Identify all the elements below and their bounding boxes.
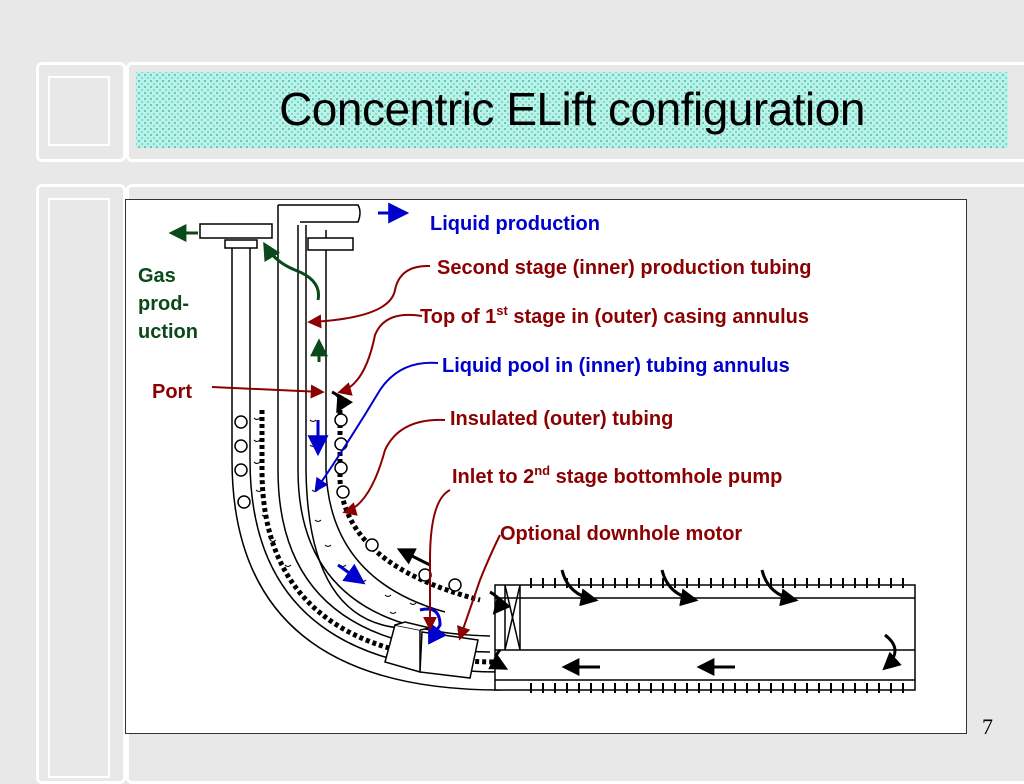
label-gas-line1: Gas <box>138 265 176 287</box>
title-band <box>136 72 1008 148</box>
gas-bubbles <box>234 413 462 592</box>
well-diagram: Liquid production Second stage (inner) p… <box>138 202 916 693</box>
label-inlet-post: stage bottomhole pump <box>550 466 782 488</box>
label-top-first-stage-sup: st <box>496 303 508 318</box>
title-frame <box>126 62 1024 162</box>
gas-flow-arrows <box>168 224 328 362</box>
callout-line-blue <box>314 361 439 493</box>
label-liquid-pool: Liquid pool in (inner) tubing annulus <box>442 355 790 377</box>
label-gas-line3: uction <box>138 321 198 343</box>
label-gas-line2: prod- <box>138 293 189 315</box>
label-port: Port <box>152 381 192 403</box>
label-liquid-production: Liquid production <box>430 213 600 235</box>
label-top-first-stage: Top of 1st stage in (outer) casing annul… <box>420 303 809 328</box>
label-inlet-pre: Inlet to 2 <box>452 466 534 488</box>
label-optional-motor: Optional downhole motor <box>500 523 742 545</box>
downhole-motor <box>384 621 479 679</box>
page-number: 7 <box>982 714 993 739</box>
flow-arrows <box>331 390 902 676</box>
label-inlet-sup: nd <box>534 463 550 478</box>
label-top-first-stage-post: stage in (outer) casing annulus <box>508 306 809 328</box>
corner-box <box>36 62 126 162</box>
lateral-section <box>494 578 916 693</box>
label-insulated-tubing: Insulated (outer) tubing <box>450 408 673 430</box>
corner-box-inner <box>48 76 110 146</box>
label-bg <box>420 206 660 240</box>
slide-title: Concentric ELift configuration <box>279 83 865 135</box>
label-top-first-stage-pre: Top of 1 <box>420 306 496 328</box>
label-inlet: Inlet to 2nd stage bottomhole pump <box>452 463 782 488</box>
label-second-stage: Second stage (inner) production tubing <box>437 257 811 279</box>
callout-lines <box>211 264 501 641</box>
